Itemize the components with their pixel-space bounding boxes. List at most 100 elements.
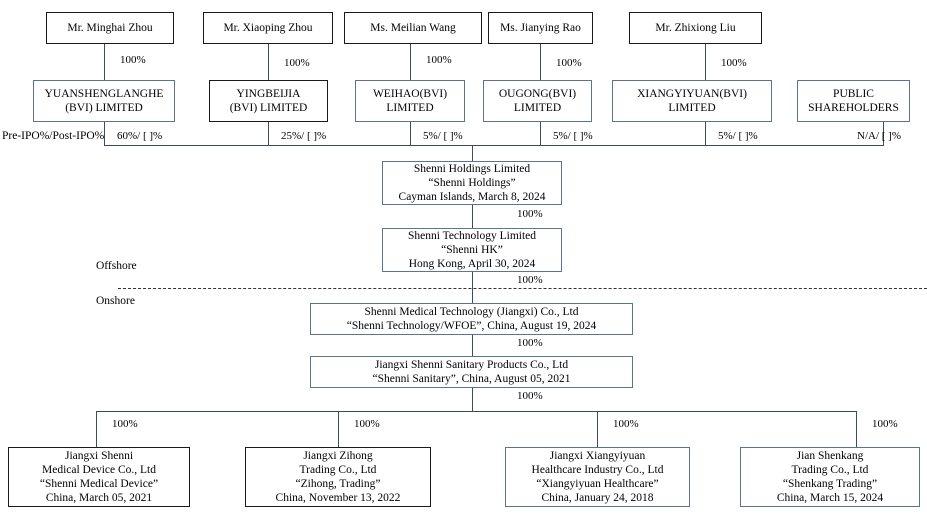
connector-bvi-2-down [268,122,269,146]
shareholder-name: Ms. Meilian Wang [370,21,456,34]
holding-vehicle-box-ougong: OUGONG(BVI) LIMITED [483,80,592,122]
entity-line-3: “Shenni Medical Device” [39,478,159,490]
entity-line-1: XIANGYIYUAN(BVI) [637,87,747,100]
entity-line-2: Medical Device Co., Ltd [41,463,156,476]
holding-vehicle-box-public-shareholders: PUBLIC SHAREHOLDERS [797,80,910,122]
entity-box-shenni-hk: Shenni Technology Limited “Shenni HK” Ho… [382,228,562,272]
shareholder-box-meilian-wang: Ms. Meilian Wang [344,12,482,44]
entity-line-2: “Shenni Technology/WFOE”, China, August … [346,320,597,332]
entity-line-1: Jiangxi Shenni [64,449,134,462]
connector-bvi-3-down [410,122,411,146]
ownership-label-subsidiary-1: 100% [112,418,138,430]
entity-line-1: Jian Shenkang [796,449,864,462]
connector-bvi-4-down [540,122,541,146]
connector-shareholder-1 [104,44,105,80]
connector-bus-to-subsidiary-3 [597,411,598,447]
shareholder-box-jianying-rao: Ms. Jianying Rao [488,12,593,44]
ownership-label-shareholder-4: 100% [556,57,582,69]
entity-line-3: “Xiangyiyuan Healthcare” [536,478,659,490]
entity-line-4: China, November 13, 2022 [275,492,401,505]
shareholder-box-xiaoping-zhou: Mr. Xiaoping Zhou [203,12,333,44]
shareholder-name: Mr. Zhixiong Liu [655,21,736,34]
ownership-label-subsidiary-2: 100% [354,418,380,430]
stake-label-yingbeijia: 25%/ [ ]% [281,130,327,142]
shareholder-box-zhixiong-liu: Mr. Zhixiong Liu [629,12,762,44]
entity-line-4: China, March 15, 2024 [776,492,884,505]
entity-line-2: (BVI) LIMITED [65,102,143,114]
shareholder-name: Mr. Xiaoping Zhou [223,21,313,34]
holding-vehicle-box-yuanshenglanghe: YUANSHENGLANGHE (BVI) LIMITED [33,80,175,122]
entity-line-2: Trading Co., Ltd [791,463,869,476]
stake-label-public-shareholders: N/A/ [ ]% [857,130,901,142]
ownership-label-shareholder-2: 100% [284,57,310,69]
offshore-label: Offshore [96,260,137,272]
entity-line-1: Shenni Holdings Limited [413,162,531,175]
entity-box-shenni-holdings: Shenni Holdings Limited “Shenni Holdings… [382,161,562,205]
connector-shareholder-3 [410,44,411,80]
connector-bus-to-subsidiary-2 [338,411,339,447]
shareholder-name: Mr. Minghai Zhou [67,21,153,34]
entity-line-2: Trading Co., Ltd [299,463,377,476]
subsidiary-box-xiangyiyuan-healthcare: Jiangxi Xiangyiyuan Healthcare Industry … [505,447,690,507]
entity-line-4: China, March 05, 2021 [45,492,153,505]
connector-sanitary-to-bus [472,388,473,411]
connector-bus-to-holdings [472,145,473,162]
connector-shareholder-4 [540,44,541,80]
entity-line-2: (BVI) LIMITED [229,102,308,114]
subsidiary-box-shenni-medical-device: Jiangxi Shenni Medical Device Co., Ltd “… [8,447,190,507]
entity-line-3: “Shenkang Trading” [782,478,878,490]
subsidiary-box-shenkang-trading: Jian Shenkang Trading Co., Ltd “Shenkang… [740,447,920,507]
entity-line-2: LIMITED [513,102,562,114]
subsidiary-box-zihong-trading: Jiangxi Zihong Trading Co., Ltd “Zihong,… [245,447,431,507]
pre-post-ipo-label: Pre-IPO%/Post-IPO% [2,130,105,142]
entity-line-2: “Shenni Sanitary”, China, August 05, 202… [372,373,571,385]
connector-public-shareholders-down [883,122,884,146]
entity-line-1: YUANSHENGLANGHE [44,87,164,100]
ownership-label-shareholder-3: 100% [426,54,452,66]
ownership-label-shareholder-1: 100% [120,54,146,66]
entity-line-1: Jiangxi Xiangyiyuan [549,449,646,462]
ownership-label-sanitary-to-bus: 100% [517,390,543,402]
entity-line-1: Jiangxi Shenni Sanitary Products Co., Lt… [374,358,569,371]
entity-line-1: WEIHAO(BVI) [372,87,448,100]
holding-vehicle-box-yingbeijia: YINGBEIJIA (BVI) LIMITED [209,80,328,122]
ownership-label-holdings-to-hk: 100% [517,208,543,220]
ownership-label-shareholder-5: 100% [721,57,747,69]
shareholder-name: Ms. Jianying Rao [500,21,581,34]
entity-line-2: “Shenni HK” [441,244,503,256]
holding-vehicle-box-xiangyiyuan: XIANGYIYUAN(BVI) LIMITED [612,80,772,122]
connector-bus-bottom [96,411,856,412]
ownership-label-wfoe-to-sanitary: 100% [517,337,543,349]
entity-box-shenni-sanitary: Jiangxi Shenni Sanitary Products Co., Lt… [310,356,633,388]
onshore-label: Onshore [96,295,135,307]
entity-line-1: PUBLIC [833,87,874,100]
connector-bus-to-subsidiary-4 [856,411,857,447]
connector-bvi-5-down [705,122,706,146]
shareholder-box-minghai-zhou: Mr. Minghai Zhou [46,12,174,44]
entity-line-1: Jiangxi Zihong [303,449,373,462]
holding-vehicle-box-weihao: WEIHAO(BVI) LIMITED [355,80,465,122]
stake-label-xiangyiyuan: 5%/ [ ]% [718,130,758,142]
entity-line-1: Shenni Technology Limited [407,229,537,242]
entity-line-2: “Shenni Holdings” [428,177,516,189]
entity-line-2: Healthcare Industry Co., Ltd [531,463,664,476]
ownership-label-subsidiary-3: 100% [613,418,639,430]
entity-line-2: LIMITED [668,102,716,114]
entity-line-2: LIMITED [386,102,434,114]
entity-line-2: SHAREHOLDERS [808,102,899,114]
entity-line-1: OUGONG(BVI) [498,87,577,100]
stake-label-weihao: 5%/ [ ]% [423,130,463,142]
ownership-label-hk-to-wfoe: 100% [517,274,543,286]
entity-line-3: “Zihong, Trading” [295,478,381,490]
entity-box-shenni-wfoe: Shenni Medical Technology (Jiangxi) Co.,… [310,303,633,335]
stake-label-ougong: 5%/ [ ]% [553,130,593,142]
offshore-onshore-divider [118,288,927,289]
connector-bus-top [104,145,884,146]
ownership-label-subsidiary-4: 100% [872,418,898,430]
stake-label-yuanshenglanghe: 60%/ [ ]% [117,130,163,142]
connector-bus-to-subsidiary-1 [96,411,97,447]
connector-wfoe-to-sanitary [472,335,473,356]
connector-shareholder-5 [705,44,706,80]
connector-hk-to-wfoe [472,272,473,303]
